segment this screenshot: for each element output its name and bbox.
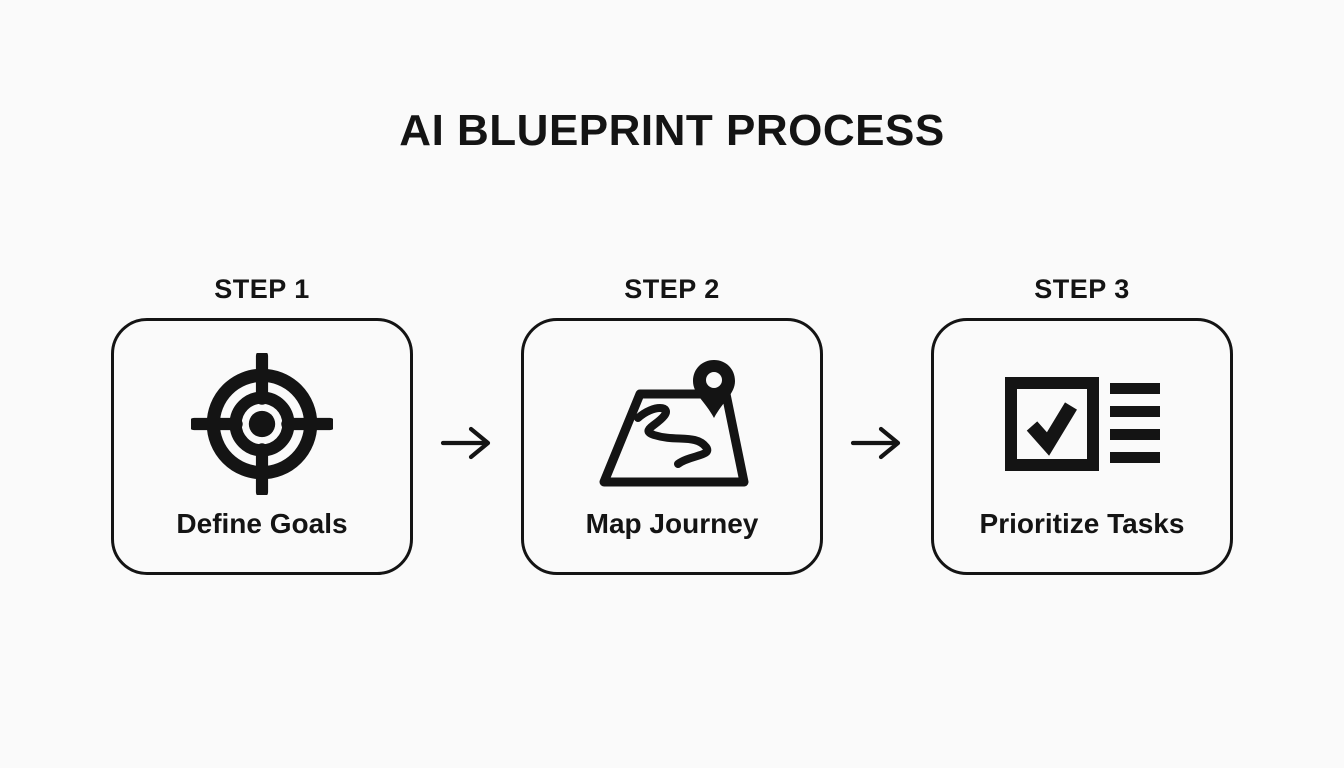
- step-3-box: Prioritize Tasks: [931, 318, 1233, 575]
- step-2-name: Map Journey: [585, 508, 759, 539]
- step-2-label: STEP 2: [624, 274, 720, 304]
- arrow-right-icon: [413, 424, 521, 462]
- step-2: STEP 2 Map Journey: [521, 274, 823, 575]
- step-3-label: STEP 3: [1034, 274, 1130, 304]
- target-icon: [191, 349, 333, 499]
- step-3: STEP 3 Prioritize Tasks: [931, 274, 1233, 575]
- step-1: STEP 1 Define Goals: [111, 274, 413, 575]
- step-1-label: STEP 1: [214, 274, 310, 304]
- arrow-right-icon: [823, 424, 931, 462]
- step-3-name: Prioritize Tasks: [979, 508, 1185, 539]
- step-2-box: Map Journey: [521, 318, 823, 575]
- diagram-title: AI BLUEPRINT PROCESS: [399, 106, 945, 155]
- map-route-pin-icon: [592, 349, 752, 499]
- step-1-box: Define Goals: [111, 318, 413, 575]
- process-flow: STEP 1 Define Goals: [0, 274, 1344, 575]
- step-1-name: Define Goals: [176, 508, 348, 539]
- checklist-icon: [1004, 349, 1160, 499]
